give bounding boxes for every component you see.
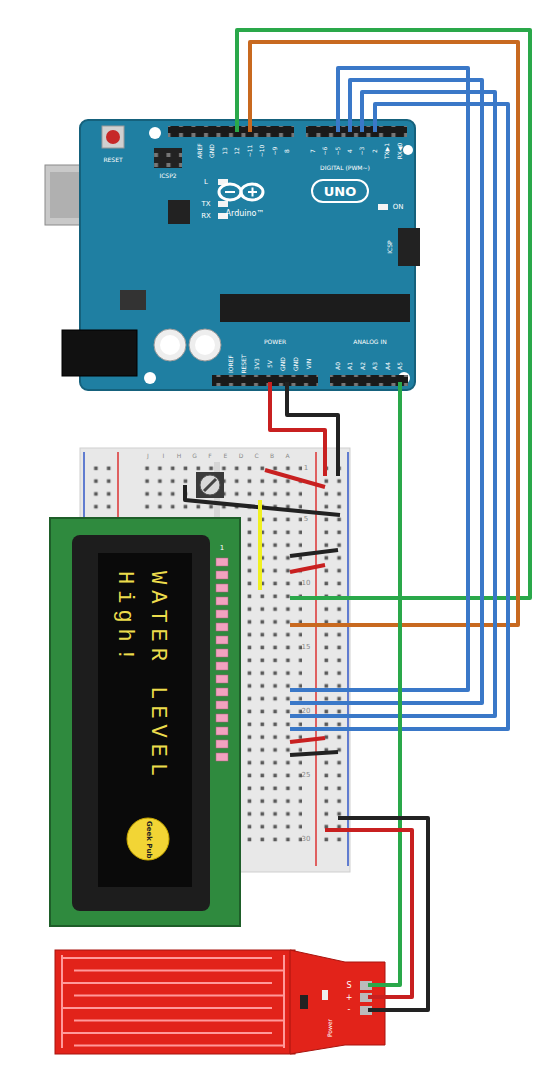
pin-label: VIN	[306, 359, 312, 369]
pin-label: 10	[302, 580, 311, 587]
pin-label: F	[208, 453, 211, 459]
pin-label: RX◀0	[397, 143, 403, 160]
pin-label: RX	[201, 213, 211, 220]
pin-label: 3V3	[254, 358, 260, 370]
pin-label: 1	[220, 545, 224, 552]
pin-label: ~11	[247, 145, 253, 158]
pin-label: 20	[302, 708, 311, 715]
pin-label: 4	[347, 149, 353, 153]
pin-label: ICSP	[387, 240, 393, 253]
pin-label: A	[285, 453, 289, 459]
pin-label: RESET	[103, 157, 122, 163]
pin-label: A2	[360, 362, 366, 370]
pin-label: GND	[209, 144, 215, 158]
pin-label: ~9	[272, 147, 278, 156]
pin-label: ANALOG IN	[353, 339, 386, 345]
pin-label: J	[147, 453, 149, 459]
wires	[185, 30, 530, 1010]
pin-label: TX	[201, 201, 210, 208]
arduino-board	[45, 120, 420, 390]
pin-label: B	[270, 453, 274, 459]
pin-label: ICSP2	[159, 173, 176, 179]
pin-label: DIGITAL (PWM~)	[320, 165, 370, 171]
pin-label: 1	[304, 465, 308, 472]
pin-label: A3	[372, 362, 378, 370]
pin-label: ON	[393, 204, 404, 211]
water-level-sensor	[55, 950, 385, 1054]
pin-label: ~10	[259, 145, 265, 158]
pin-label: -	[348, 1006, 351, 1014]
pin-label: A5	[397, 362, 403, 370]
pin-label: D	[239, 453, 244, 459]
pin-label: RESET	[241, 354, 247, 373]
pin-label: TX▶1	[384, 143, 390, 159]
pin-label: G	[192, 453, 197, 459]
pin-label: POWER	[264, 339, 286, 345]
display-text: Geek Pub	[145, 821, 152, 858]
pin-label: 5V	[267, 360, 273, 368]
pin-label: ~5	[335, 147, 341, 156]
pin-label: ~3	[359, 147, 365, 156]
pin-label: Power	[327, 1019, 333, 1037]
pin-label: 13	[222, 147, 228, 155]
pin-label: 15	[302, 644, 311, 651]
pin-label: I	[163, 453, 165, 459]
pin-label: C	[254, 453, 258, 459]
pin-label: A1	[347, 362, 353, 370]
pin-label: 5	[304, 516, 308, 523]
pin-label: E	[224, 453, 228, 459]
pin-label: 30	[302, 836, 311, 843]
pin-label: Arduino™	[226, 210, 265, 218]
lcd-screen: WATER LEVEL High! Geek Pub	[100, 555, 190, 885]
pin-label: 7	[310, 149, 316, 153]
pin-label: 25	[302, 772, 311, 779]
pin-label: 8	[284, 149, 290, 153]
pin-label: IOREF	[228, 355, 234, 373]
pin-label: GND	[293, 357, 299, 371]
pin-label: 12	[234, 147, 240, 155]
lcd-module	[50, 518, 240, 926]
pin-label: H	[177, 453, 182, 459]
pin-label: A0	[335, 362, 341, 370]
pin-label: ~6	[322, 147, 328, 156]
pin-label: S	[346, 982, 351, 990]
pin-label: 2	[372, 149, 378, 153]
logo-badge: Geek Pub	[126, 817, 170, 861]
display-text: High!	[113, 571, 135, 667]
pin-label: AREF	[197, 143, 203, 159]
pin-label: UNO	[324, 185, 357, 198]
pin-label: A4	[385, 362, 391, 370]
pin-label: L	[204, 179, 208, 186]
pin-label: GND	[280, 357, 286, 371]
pin-label: +	[346, 994, 353, 1002]
display-text: WATER LEVEL	[146, 571, 168, 782]
